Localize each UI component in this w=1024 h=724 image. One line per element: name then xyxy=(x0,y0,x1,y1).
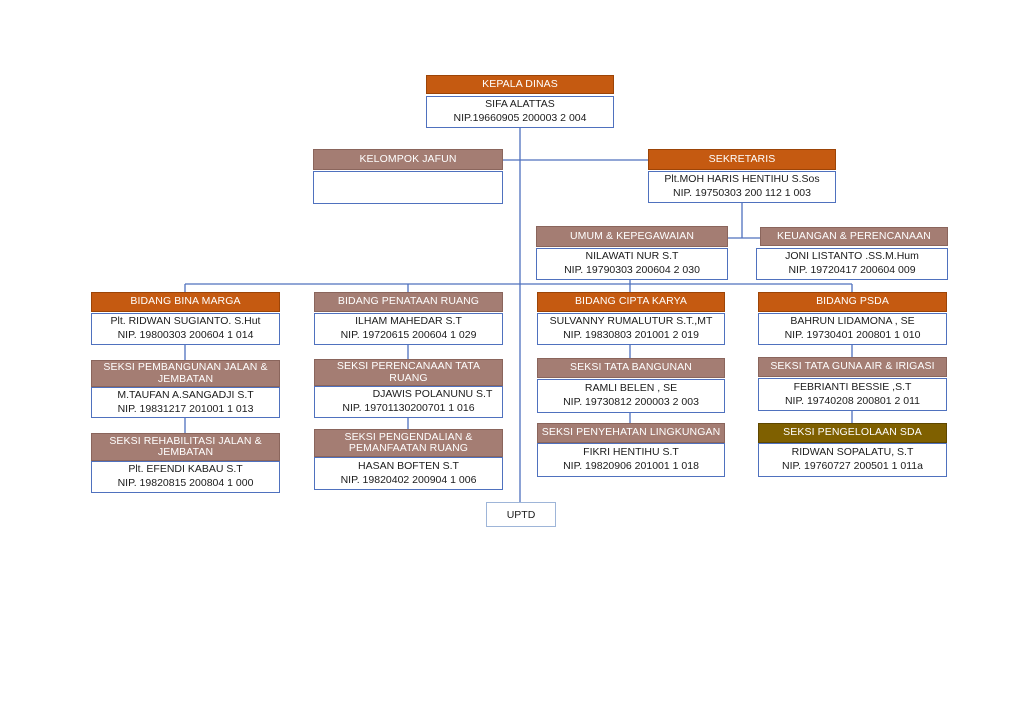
jafun-header: KELOMPOK JAFUN xyxy=(313,149,503,170)
sekretaris-header: SEKRETARIS xyxy=(648,149,836,170)
keuangan-header: KEUANGAN & PERENCANAAN xyxy=(760,227,948,246)
psda-name: BAHRUN LIDAMONA , SE xyxy=(790,315,915,328)
jafun-box xyxy=(313,171,503,204)
seksi-perencanaan-box: DJAWIS POLANUNU S.T NIP. 19701130200701 … xyxy=(314,386,503,418)
umum-header: UMUM & KEPEGAWAIAN xyxy=(536,226,728,247)
cipta-karya-name: SULVANNY RUMALUTUR S.T.,MT xyxy=(549,315,713,328)
seksi-pengelolaan-sda-box: RIDWAN SOPALATU, S.T NIP. 19760727 20050… xyxy=(758,443,947,477)
seksi-pengendalian-name: HASAN BOFTEN S.T xyxy=(358,459,459,472)
seksi-pembangunan-nip: NIP. 19831217 201001 1 013 xyxy=(117,402,254,415)
seksi-pengendalian-box: HASAN BOFTEN S.T NIP. 19820402 200904 1 … xyxy=(314,457,503,490)
sekretaris-name: Plt.MOH HARIS HENTIHU S.Sos xyxy=(664,173,820,186)
seksi-pembangunan-name: M.TAUFAN A.SANGADJI S.T xyxy=(117,388,254,401)
seksi-pengelolaan-sda-title: SEKSI PENGELOLAAN SDA xyxy=(783,426,922,439)
seksi-tata-guna-air-header: SEKSI TATA GUNA AIR & IRIGASI xyxy=(758,357,947,377)
seksi-pengendalian-header: SEKSI PENGENDALIAN & PEMANFAATAN RUANG xyxy=(314,429,503,457)
seksi-tata-bangunan-name: RAMLI BELEN , SE xyxy=(584,382,678,395)
seksi-pengelolaan-sda-name: RIDWAN SOPALATU, S.T xyxy=(791,446,914,459)
seksi-tata-bangunan-box: RAMLI BELEN , SE NIP. 19730812 200003 2 … xyxy=(537,379,725,413)
umum-name: NILAWATI NUR S.T xyxy=(585,250,679,263)
seksi-pembangunan-title: SEKSI PEMBANGUNAN JALAN & JEMBATAN xyxy=(103,361,268,385)
cipta-karya-nip: NIP. 19830803 201001 2 019 xyxy=(563,329,699,341)
cipta-karya-header: BIDANG CIPTA KARYA xyxy=(537,292,725,312)
kepala-dinas-name: SIFA ALATTAS xyxy=(485,98,555,111)
seksi-tata-guna-air-title: SEKSI TATA GUNA AIR & IRIGASI xyxy=(770,360,935,373)
umum-nip: NIP. 19790303 200604 2 030 xyxy=(564,264,700,276)
seksi-pembangunan-box: M.TAUFAN A.SANGADJI S.T NIP. 19831217 20… xyxy=(91,387,280,418)
seksi-penyehatan-nip: NIP. 19820906 201001 1 018 xyxy=(563,460,699,472)
seksi-tata-guna-air-nip: NIP. 19740208 200801 2 011 xyxy=(784,394,921,407)
seksi-pengelolaan-sda-nip: NIP. 19760727 200501 1 011a xyxy=(782,460,923,472)
seksi-pengelolaan-sda-header: SEKSI PENGELOLAAN SDA xyxy=(758,423,947,443)
kepala-dinas-nip: NIP.19660905 200003 2 004 xyxy=(453,112,587,124)
keuangan-title: KEUANGAN & PERENCANAAN xyxy=(777,229,931,242)
seksi-penyehatan-name: FIKRI HENTIHU S.T xyxy=(583,446,679,459)
bina-marga-nip: NIP. 19800303 200604 1 014 xyxy=(117,329,254,341)
seksi-rehabilitasi-header: SEKSI REHABILITASI JALAN & JEMBATAN xyxy=(91,433,280,461)
penataan-nip: NIP. 19720615 200604 1 029 xyxy=(340,329,477,341)
kepala-dinas-title: KEPALA DINAS xyxy=(482,77,558,90)
uptd-title: UPTD xyxy=(506,508,536,521)
seksi-tata-guna-air-box: FEBRIANTI BESSIE ,S.T NIP. 19740208 2008… xyxy=(758,378,947,411)
seksi-pembangunan-header: SEKSI PEMBANGUNAN JALAN & JEMBATAN xyxy=(91,360,280,387)
penataan-box: ILHAM MAHEDAR S.T NIP. 19720615 200604 1… xyxy=(314,313,503,345)
kepala-dinas-header: KEPALA DINAS xyxy=(426,75,614,94)
keuangan-name: JONI LISTANTO .SS.M.Hum xyxy=(785,250,919,263)
seksi-tata-bangunan-nip: NIP. 19730812 200003 2 003 xyxy=(563,396,699,408)
bina-marga-title: BIDANG BINA MARGA xyxy=(130,295,241,308)
cipta-karya-title: BIDANG CIPTA KARYA xyxy=(574,295,688,308)
seksi-rehabilitasi-name: Plt. EFENDI KABAU S.T xyxy=(128,463,243,476)
psda-header: BIDANG PSDA xyxy=(758,292,947,312)
seksi-tata-bangunan-title: SEKSI TATA BANGUNAN xyxy=(570,361,692,374)
psda-title: BIDANG PSDA xyxy=(816,295,889,308)
bina-marga-box: Plt. RIDWAN SUGIANTO. S.Hut NIP. 1980030… xyxy=(91,313,280,345)
jafun-title: KELOMPOK JAFUN xyxy=(359,152,457,165)
penataan-name: ILHAM MAHEDAR S.T xyxy=(355,315,462,328)
seksi-penyehatan-title: SEKSI PENYEHATAN LINGKUNGAN xyxy=(541,426,721,439)
seksi-pengendalian-nip: NIP. 19820402 200904 1 006 xyxy=(340,473,477,486)
seksi-rehabilitasi-nip: NIP. 19820815 200804 1 000 xyxy=(117,477,254,489)
sekretaris-title: SEKRETARIS xyxy=(708,152,776,165)
penataan-header: BIDANG PENATAAN RUANG xyxy=(314,292,503,312)
umum-box: NILAWATI NUR S.T NIP. 19790303 200604 2 … xyxy=(536,248,728,280)
seksi-penyehatan-header: SEKSI PENYEHATAN LINGKUNGAN xyxy=(537,423,725,443)
bina-marga-header: BIDANG BINA MARGA xyxy=(91,292,280,312)
psda-box: BAHRUN LIDAMONA , SE NIP. 19730401 20080… xyxy=(758,313,947,345)
seksi-perencanaan-title: SEKSI PERENCANAAN TATA RUANG xyxy=(336,360,481,384)
psda-nip: NIP. 19730401 200801 1 010 xyxy=(784,329,921,341)
penataan-title: BIDANG PENATAAN RUANG xyxy=(337,295,480,308)
seksi-tata-bangunan-header: SEKSI TATA BANGUNAN xyxy=(537,358,725,378)
sekretaris-box: Plt.MOH HARIS HENTIHU S.Sos NIP. 1975030… xyxy=(648,171,836,203)
seksi-perencanaan-header: SEKSI PERENCANAAN TATA RUANG xyxy=(314,359,503,386)
keuangan-nip: NIP. 19720417 200604 009 xyxy=(788,264,916,276)
kepala-dinas-box: SIFA ALATTAS NIP.19660905 200003 2 004 xyxy=(426,96,614,128)
seksi-pengendalian-title: SEKSI PENGENDALIAN & PEMANFAATAN RUANG xyxy=(344,430,473,454)
keuangan-box: JONI LISTANTO .SS.M.Hum NIP. 19720417 20… xyxy=(756,248,948,280)
sekretaris-nip: NIP. 19750303 200 112 1 003 xyxy=(673,187,811,199)
seksi-rehabilitasi-title: SEKSI REHABILITASI JALAN & JEMBATAN xyxy=(109,434,262,458)
seksi-tata-guna-air-name: FEBRIANTI BESSIE ,S.T xyxy=(793,380,912,393)
seksi-rehabilitasi-box: Plt. EFENDI KABAU S.T NIP. 19820815 2008… xyxy=(91,461,280,493)
seksi-perencanaan-name: DJAWIS POLANUNU S.T xyxy=(372,388,493,401)
seksi-penyehatan-box: FIKRI HENTIHU S.T NIP. 19820906 201001 1… xyxy=(537,443,725,477)
bina-marga-name: Plt. RIDWAN SUGIANTO. S.Hut xyxy=(110,315,261,328)
cipta-karya-box: SULVANNY RUMALUTUR S.T.,MT NIP. 19830803… xyxy=(537,313,725,345)
uptd-box: UPTD xyxy=(486,502,556,527)
seksi-perencanaan-nip: NIP. 19701130200701 1 016 xyxy=(342,402,475,414)
umum-title: UMUM & KEPEGAWAIAN xyxy=(569,229,695,242)
